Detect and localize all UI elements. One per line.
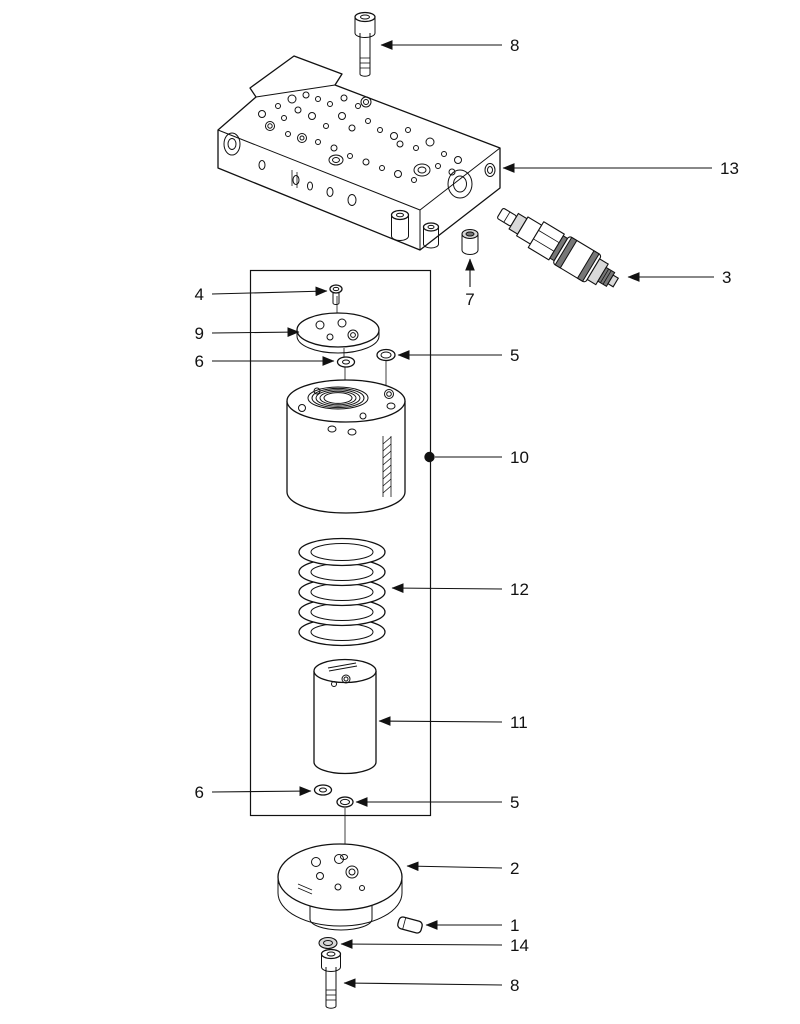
- callout-screw: 4: [195, 285, 328, 304]
- leader-line: [406, 861, 503, 872]
- leader-line: [343, 978, 503, 988]
- part-end-cap: [277, 843, 403, 931]
- part-piston: [313, 658, 377, 775]
- part-oring-lower: [336, 796, 354, 808]
- callout-oring-upper: 5: [397, 346, 519, 365]
- callout-top-plate: 9: [195, 324, 300, 343]
- part-screw: [329, 284, 343, 305]
- part-bottom-bolt: [320, 948, 342, 1009]
- part-lock-washer: [318, 936, 338, 950]
- callout-label: 12: [510, 580, 529, 599]
- block-port-cylinders: [390, 209, 440, 249]
- part-pin: [397, 916, 423, 934]
- leader-line: [391, 583, 503, 593]
- part-cartridge-valve: [497, 208, 620, 288]
- callout-label: 5: [510, 346, 519, 365]
- callout-label: 6: [195, 783, 204, 802]
- callout-label: 8: [510, 976, 519, 995]
- callout-label: 13: [720, 159, 739, 178]
- callout-pin: 1: [425, 916, 519, 935]
- callout-label: 3: [722, 268, 731, 287]
- callout-oring-lower: 5: [355, 793, 519, 812]
- part-washer-lower: [313, 784, 333, 796]
- callout-lock-washer: 14: [340, 936, 529, 955]
- part-plug: [461, 228, 479, 255]
- callout-label: 1: [510, 916, 519, 935]
- leader-line: [211, 286, 328, 297]
- callout-label: 14: [510, 936, 529, 955]
- part-top-bolt: [354, 11, 376, 77]
- callout-label: 11: [510, 713, 528, 732]
- part-washer-upper: [336, 356, 356, 368]
- leader-line: [378, 716, 503, 726]
- callout-valve-housing: 10: [424, 448, 529, 467]
- callout-piston: 11: [378, 713, 528, 732]
- callout-label: 8: [510, 36, 519, 55]
- callout-washer-upper: 6: [195, 352, 335, 371]
- callout-manifold-block: 13: [502, 159, 739, 178]
- callout-label: 5: [510, 793, 519, 812]
- part-valve-housing: [286, 379, 406, 514]
- callout-label: 10: [510, 448, 529, 467]
- callout-label: 2: [510, 859, 519, 878]
- leader-dot: [424, 451, 435, 463]
- part-top-plate: [296, 312, 380, 354]
- assembly-boundary-box: [249, 269, 432, 817]
- leader-line: [340, 939, 503, 949]
- callout-end-cap: 2: [406, 859, 519, 878]
- part-oring-upper: [376, 348, 396, 362]
- part-manifold-block: [217, 55, 501, 251]
- callout-bottom-bolt: 8: [343, 976, 519, 995]
- part-spring: [298, 537, 386, 647]
- callout-cartridge-valve: 3: [627, 268, 731, 287]
- callout-label: 7: [465, 290, 474, 309]
- callout-top-bolt: 8: [380, 36, 519, 55]
- leader-line: [211, 786, 312, 796]
- callout-label: 4: [195, 285, 204, 304]
- callout-spring: 12: [391, 580, 529, 599]
- callout-label: 6: [195, 352, 204, 371]
- callout-label: 9: [195, 324, 204, 343]
- callout-washer-lower: 6: [195, 783, 312, 802]
- leader-line: [211, 327, 300, 337]
- callout-plug: 7: [465, 258, 475, 309]
